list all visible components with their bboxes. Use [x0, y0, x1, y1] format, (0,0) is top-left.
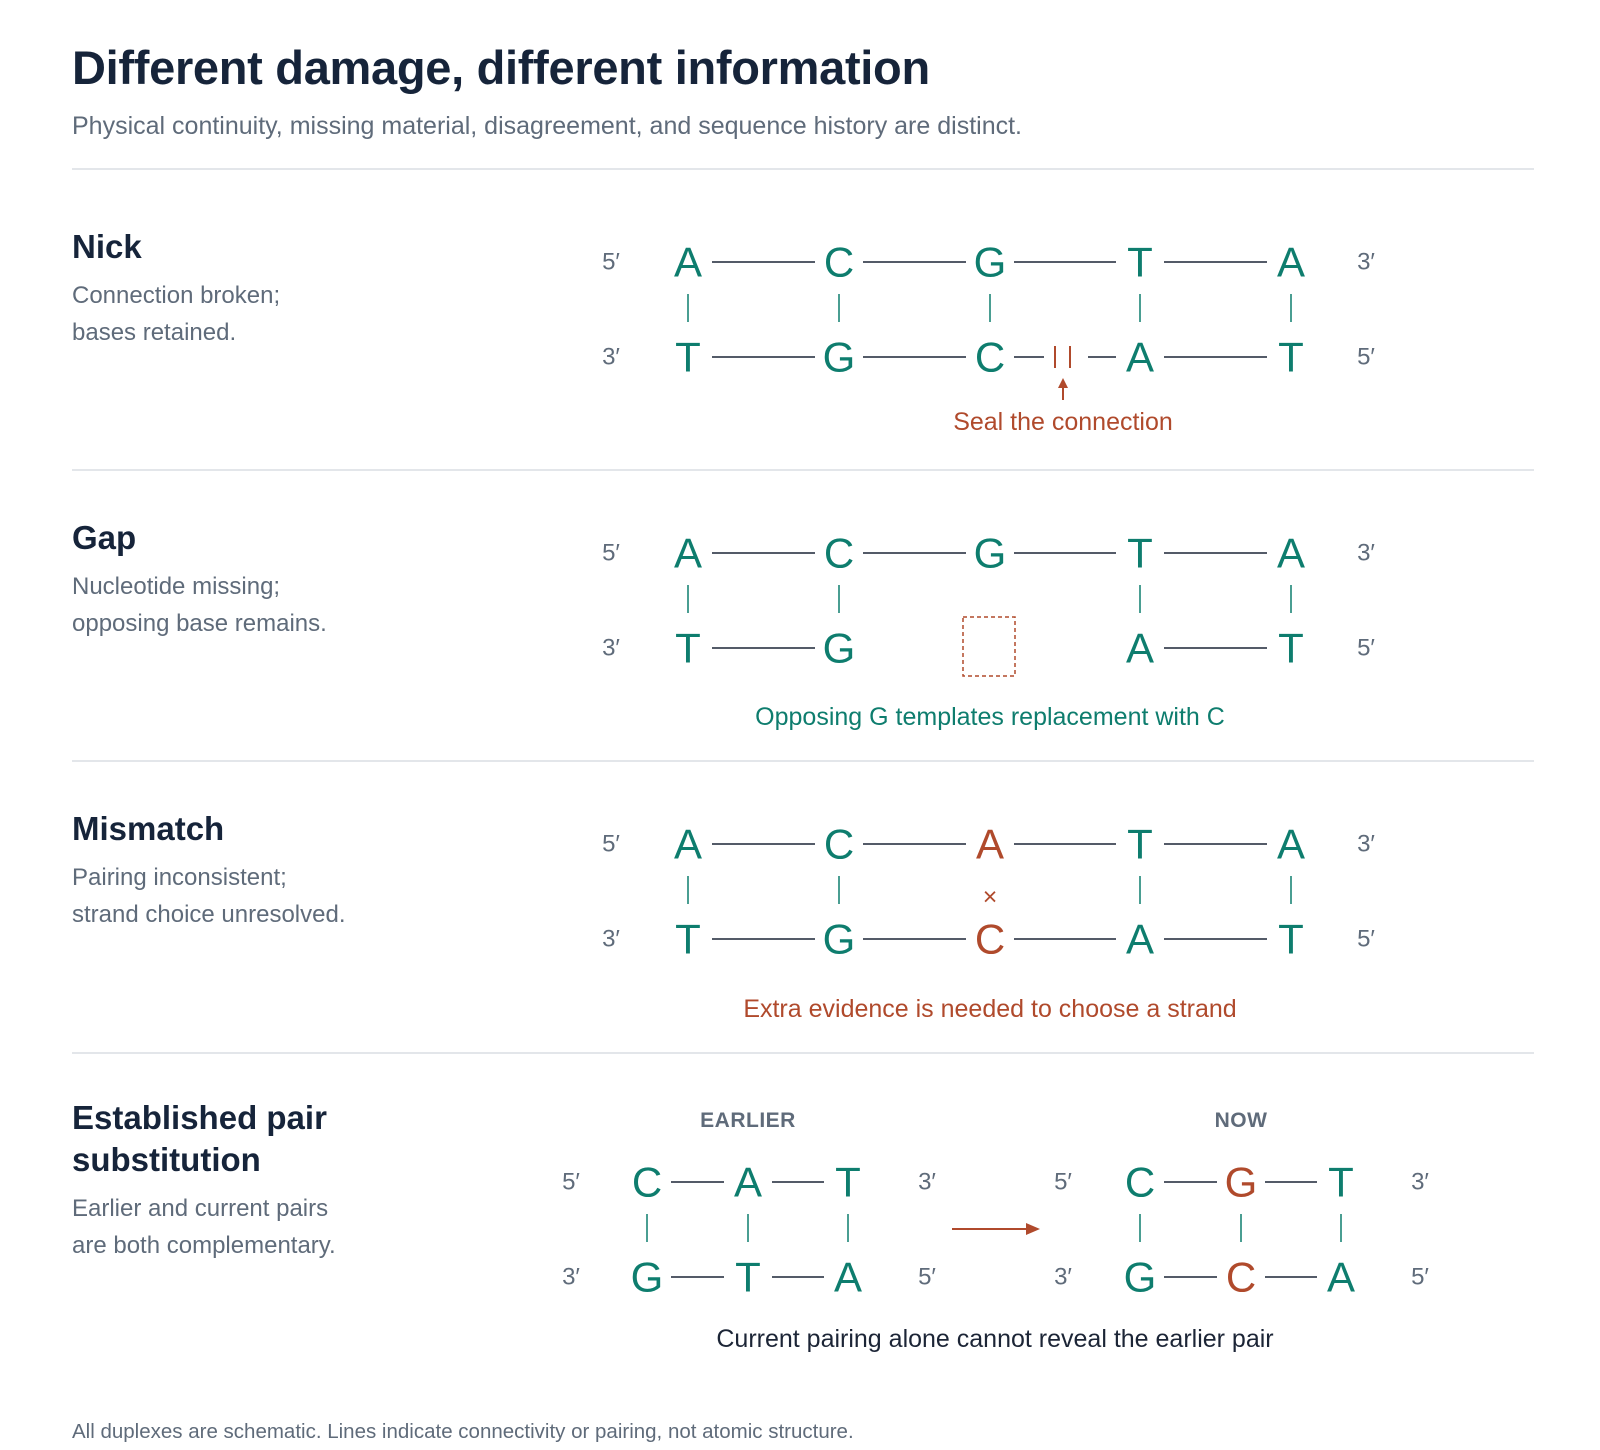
- mismatch-description: Pairing inconsistent; strand choice unre…: [72, 859, 346, 933]
- top-strand-base: A: [1277, 821, 1305, 868]
- mismatch-description-line: Pairing inconsistent;: [72, 864, 287, 891]
- bottom-strand-base: C: [975, 334, 1005, 381]
- missing-nucleotide-box: [962, 616, 1016, 677]
- mismatch-description-line: strand choice unresolved.: [72, 901, 346, 928]
- transition-arrow-head: [1026, 1223, 1040, 1235]
- bottom-strand-base: A: [1327, 1254, 1355, 1301]
- divider: [72, 168, 1534, 170]
- divider: [72, 760, 1534, 762]
- earlier-label: EARLIER: [700, 1109, 796, 1132]
- top-strand-base: T: [1127, 530, 1153, 577]
- gap-title: Gap: [72, 519, 137, 556]
- bottom-strand-base: G: [1124, 1254, 1157, 1301]
- footnote: All duplexes are schematic. Lines indica…: [72, 1420, 854, 1443]
- bottom-strand-base: C: [1226, 1254, 1256, 1301]
- bottom-strand-base: G: [823, 916, 856, 963]
- top-strand-base: G: [974, 239, 1007, 286]
- five-prime-label: 5′: [602, 540, 620, 567]
- five-prime-label: 5′: [1054, 1169, 1072, 1196]
- mismatch-title: Mismatch: [72, 810, 225, 847]
- three-prime-label: 3′: [1357, 831, 1375, 858]
- top-strand-base: A: [976, 821, 1004, 868]
- nick-caption: Seal the connection: [953, 408, 1173, 436]
- top-strand-base: A: [674, 239, 702, 286]
- mismatch-x-icon: ×: [983, 883, 998, 911]
- substitution-description-line: Earlier and current pairs: [72, 1195, 329, 1222]
- three-prime-label: 3′: [602, 926, 620, 953]
- nick-description: Connection broken; bases retained.: [72, 277, 280, 351]
- five-prime-label: 5′: [602, 249, 620, 276]
- nick-description-line: Connection broken;: [72, 282, 281, 309]
- top-strand-base: A: [674, 530, 702, 577]
- substitution-title: Established pair substitution: [72, 1097, 327, 1181]
- three-prime-label: 3′: [1357, 540, 1375, 567]
- top-strand-base: G: [974, 530, 1007, 577]
- top-strand-base: T: [1127, 821, 1153, 868]
- bottom-strand-base: A: [1126, 625, 1154, 672]
- three-prime-label: 3′: [1054, 1264, 1072, 1291]
- three-prime-label: 3′: [562, 1264, 580, 1291]
- top-strand-base: T: [1328, 1159, 1354, 1206]
- bottom-strand-base: G: [823, 625, 856, 672]
- gap-description: Nucleotide missing; opposing base remain…: [72, 568, 327, 642]
- divider: [72, 1052, 1534, 1054]
- three-prime-label: 3′: [602, 635, 620, 662]
- three-prime-label: 3′: [602, 344, 620, 371]
- bottom-strand-base: G: [631, 1254, 664, 1301]
- top-strand-base: T: [835, 1159, 861, 1206]
- top-strand-base: G: [1225, 1159, 1258, 1206]
- substitution-description: Earlier and current pairs are both compl…: [72, 1190, 336, 1264]
- five-prime-label: 5′: [1357, 926, 1375, 953]
- gap-description-line: opposing base remains.: [72, 610, 327, 637]
- bottom-strand-base: T: [1278, 334, 1304, 381]
- five-prime-label: 5′: [602, 831, 620, 858]
- bottom-strand-base: T: [675, 334, 701, 381]
- bottom-strand-base: T: [735, 1254, 761, 1301]
- top-strand-base: C: [824, 530, 854, 577]
- mismatch-caption: Extra evidence is needed to choose a str…: [743, 995, 1236, 1023]
- bottom-strand-base: T: [1278, 916, 1304, 963]
- bottom-strand-base: A: [1126, 334, 1154, 381]
- three-prime-label: 3′: [918, 1169, 936, 1196]
- page-title: Different damage, different information: [72, 41, 930, 94]
- five-prime-label: 5′: [918, 1264, 936, 1291]
- five-prime-label: 5′: [1411, 1264, 1429, 1291]
- divider: [72, 469, 1534, 471]
- top-strand-base: A: [1277, 530, 1305, 577]
- bottom-strand-base: A: [834, 1254, 862, 1301]
- page-subtitle: Physical continuity, missing material, d…: [72, 112, 1022, 140]
- nick-title: Nick: [72, 228, 142, 265]
- top-strand-base: C: [824, 239, 854, 286]
- bottom-strand-base: T: [675, 625, 701, 672]
- top-strand-base: C: [1125, 1159, 1155, 1206]
- substitution-description-line: are both complementary.: [72, 1232, 336, 1259]
- five-prime-label: 5′: [1357, 344, 1375, 371]
- three-prime-label: 3′: [1411, 1169, 1429, 1196]
- bottom-strand-base: T: [675, 916, 701, 963]
- bottom-strand-base: G: [823, 334, 856, 381]
- top-strand-base: A: [674, 821, 702, 868]
- five-prime-label: 5′: [562, 1169, 580, 1196]
- five-prime-label: 5′: [1357, 635, 1375, 662]
- gap-caption: Opposing G templates replacement with C: [755, 703, 1225, 731]
- bottom-strand-base: A: [1126, 916, 1154, 963]
- three-prime-label: 3′: [1357, 249, 1375, 276]
- substitution-title-line: substitution: [72, 1141, 261, 1178]
- nick-description-line: bases retained.: [72, 319, 237, 346]
- bottom-strand-base: T: [1278, 625, 1304, 672]
- top-strand-base: A: [734, 1159, 762, 1206]
- top-strand-base: T: [1127, 239, 1153, 286]
- now-label: NOW: [1215, 1109, 1268, 1132]
- gap-description-line: Nucleotide missing;: [72, 573, 281, 600]
- top-strand-base: C: [824, 821, 854, 868]
- substitution-title-line: Established pair: [72, 1099, 327, 1136]
- substitution-caption: Current pairing alone cannot reveal the …: [716, 1325, 1273, 1353]
- top-strand-base: A: [1277, 239, 1305, 286]
- top-strand-base: C: [632, 1159, 662, 1206]
- bottom-strand-base: C: [975, 916, 1005, 963]
- nick-arrow-head: [1058, 378, 1068, 388]
